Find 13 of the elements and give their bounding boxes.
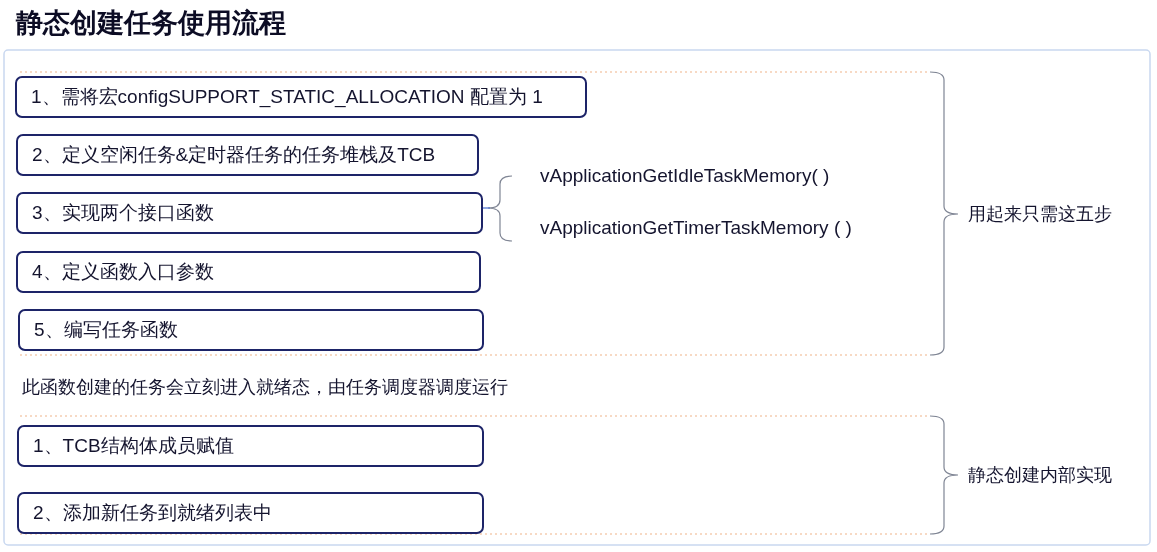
page-title: 静态创建任务使用流程 — [16, 7, 286, 40]
function-name: vApplicationGetTimerTaskMemory ( ) — [540, 216, 852, 240]
step-box: 3、实现两个接口函数 — [16, 192, 483, 234]
step-box: 2、定义空闲任务&定时器任务的任务堆栈及TCB — [16, 134, 479, 176]
step-box: 1、需将宏configSUPPORT_STATIC_ALLOCATION 配置为 1 — [15, 76, 587, 118]
group-label: 静态创建内部实现 — [968, 464, 1112, 487]
step-box: 1、TCB结构体成员赋值 — [17, 425, 484, 467]
note-text: 此函数创建的任务会立刻进入就绪态，由任务调度器调度运行 — [22, 376, 508, 399]
function-name: vApplicationGetIdleTaskMemory( ) — [540, 164, 830, 188]
step-box: 4、定义函数入口参数 — [16, 251, 481, 293]
step-box: 2、添加新任务到就绪列表中 — [17, 492, 484, 534]
step-box: 5、编写任务函数 — [18, 309, 484, 351]
group-label: 用起来只需这五步 — [968, 203, 1112, 226]
